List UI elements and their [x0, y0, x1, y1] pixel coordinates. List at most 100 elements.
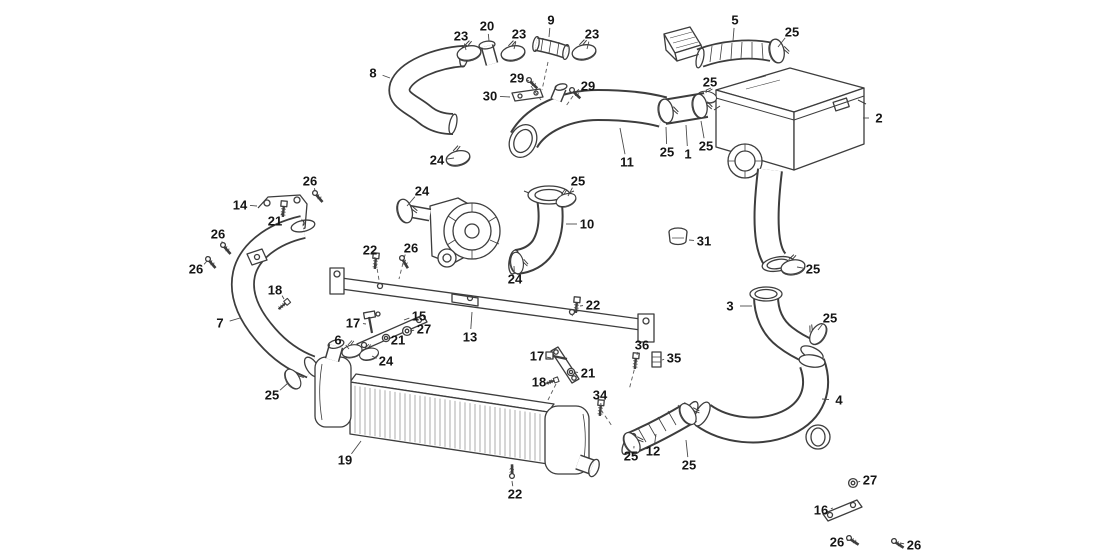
callout-25: 25: [823, 311, 837, 326]
stud-18-icon: [275, 297, 292, 313]
callout-9: 9: [547, 13, 554, 28]
hose-4: [693, 354, 829, 444]
callout-26: 26: [303, 174, 317, 189]
callout-14: 14: [233, 198, 248, 213]
callout-2: 2: [875, 111, 882, 126]
callout-leader: [685, 439, 689, 458]
callout-leader: [548, 379, 553, 382]
callout-27: 27: [863, 473, 877, 488]
callout-leader: [280, 210, 284, 215]
callout-25: 25: [624, 449, 638, 464]
callout-23: 23: [454, 29, 468, 44]
callout-leader: [796, 266, 804, 269]
callout-27: 27: [417, 322, 431, 337]
clamp-23-icon: [498, 38, 528, 64]
screw-26-icon: [889, 536, 907, 550]
callout-16: 16: [814, 503, 828, 518]
callout-22: 22: [586, 298, 600, 313]
callout-leader: [546, 356, 552, 359]
screw-26-icon: [217, 240, 236, 256]
callout-leader: [203, 260, 208, 265]
bolt-22-icon: [504, 462, 519, 481]
callout-10: 10: [580, 217, 594, 232]
intercooler-right-tank: [544, 405, 600, 478]
callout-25: 25: [660, 145, 674, 160]
callout-layer: 23 20 23 9 23 5 25 8 29 29 30 25 2 11 25 1 25 24 26 25 14 21 2…: [189, 13, 921, 553]
callout-34: 34: [593, 388, 608, 403]
callout-35: 35: [667, 351, 681, 366]
callout-30: 30: [483, 89, 497, 104]
bolt-29-icon: [523, 75, 542, 91]
callout-23: 23: [585, 27, 599, 42]
clamp-24-icon: [442, 142, 473, 170]
callout-leader: [777, 37, 786, 48]
cap-31: [668, 227, 688, 246]
callout-leader: [470, 311, 473, 330]
callout-leader: [351, 440, 362, 455]
callout-25: 25: [571, 174, 585, 189]
callout-leader: [281, 295, 285, 300]
bolt-17-icon: [362, 310, 381, 334]
callout-21: 21: [391, 333, 405, 348]
air-filter-port: [727, 143, 763, 179]
callout-26: 26: [907, 538, 921, 553]
callout-leader: [899, 542, 905, 545]
air-duct-11: [508, 83, 668, 159]
callout-25: 25: [806, 262, 820, 277]
intercooler-fins: [354, 385, 541, 462]
bracket-16: [822, 499, 863, 522]
hose-7: [230, 215, 321, 379]
callout-leader: [499, 95, 511, 98]
callout-20: 20: [480, 19, 494, 34]
callout-25: 25: [703, 75, 717, 90]
callout-23: 23: [512, 27, 526, 42]
callout-26: 26: [211, 227, 225, 242]
callout-29: 29: [510, 71, 524, 86]
callout-25: 25: [699, 139, 713, 154]
callout-leader: [821, 398, 830, 400]
callout-1: 1: [684, 147, 691, 162]
callout-leader: [576, 88, 580, 92]
clamp-25-icon: [766, 36, 792, 66]
callout-leader: [249, 205, 258, 207]
callout-4: 4: [835, 393, 843, 408]
washer-27-icon: [847, 477, 859, 489]
callout-leader: [857, 480, 861, 483]
callout-25: 25: [682, 458, 696, 473]
callout-leader: [817, 323, 824, 331]
callout-24: 24: [508, 272, 523, 287]
callout-13: 13: [463, 330, 477, 345]
callout-leader: [314, 188, 316, 192]
callout-3: 3: [726, 299, 733, 314]
connector-20: [478, 40, 499, 66]
callout-leader: [409, 329, 415, 332]
callout-leader: [463, 43, 467, 51]
callout-8: 8: [369, 66, 376, 81]
callout-18: 18: [268, 283, 282, 298]
callout-17: 17: [346, 316, 360, 331]
callout-leader: [513, 41, 517, 50]
throttle-body: [406, 197, 501, 268]
bolt-17-icon: [545, 351, 568, 361]
hose-3: [749, 286, 824, 364]
callout-36: 36: [635, 338, 649, 353]
callout-leader: [511, 480, 514, 487]
callout-leader: [665, 126, 668, 145]
callout-leader: [705, 89, 708, 94]
hose-5: [695, 39, 775, 69]
callout-5: 5: [731, 13, 738, 28]
callout-6: 6: [334, 333, 341, 348]
callout-11: 11: [620, 155, 634, 170]
callout-leader: [619, 127, 626, 155]
callout-21: 21: [268, 214, 282, 229]
clip-35: [651, 351, 662, 368]
callout-29: 29: [581, 79, 595, 94]
callout-26: 26: [189, 262, 203, 277]
callout-leader: [548, 27, 551, 38]
callout-leader: [526, 79, 530, 82]
screw-26-icon: [309, 188, 328, 204]
callout-leader: [830, 507, 834, 510]
callout-22: 22: [363, 243, 377, 258]
callout-leader: [382, 74, 391, 79]
plate-30: [511, 88, 544, 102]
